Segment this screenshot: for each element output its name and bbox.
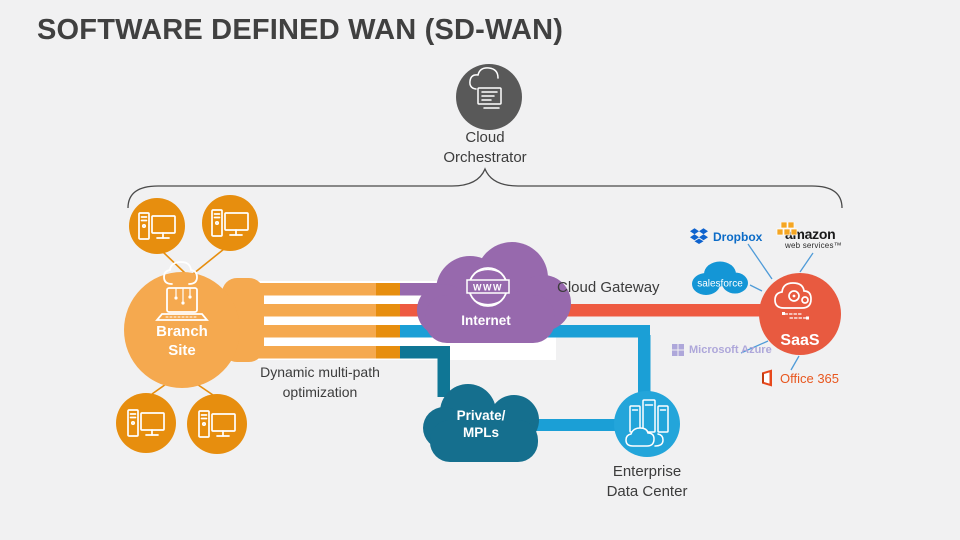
microsoft-squares-icon [672, 344, 684, 356]
mpls-dc-connector [528, 419, 620, 431]
teal-drop-connector [437, 355, 450, 397]
salesforce-cloud-icon [692, 261, 748, 295]
aws-boxes-icon [776, 222, 798, 236]
branch-site-node [124, 272, 240, 388]
cloud-orchestrator-label: Cloud Orchestrator [443, 129, 527, 167]
dropbox-icon [690, 228, 708, 244]
internet-icon-text: WWW [473, 283, 503, 293]
branch-site-icon [155, 261, 209, 321]
azure-label: Microsoft Azure [689, 344, 772, 356]
azure-logo: Microsoft Azure [672, 344, 772, 356]
saas-icon [774, 282, 812, 320]
internet-label: Internet [461, 313, 511, 328]
internet-icon [466, 267, 510, 307]
office365-logo: Office 365 [759, 369, 839, 387]
blue-drop-connector [638, 335, 651, 397]
cloud-orchestrator-icon [469, 67, 502, 109]
office-icon [762, 369, 772, 387]
enterprise-dc-node [614, 391, 680, 457]
office365-label: Office 365 [780, 370, 840, 386]
saas-label: SaaS [780, 332, 820, 349]
salesforce-label: salesforce [697, 279, 743, 290]
enterprise-dc-label: Enterprise Data Center [606, 463, 688, 501]
branch-workstations [116, 195, 258, 454]
dropbox-label: Dropbox [713, 229, 763, 244]
dropbox-logo: Dropbox [690, 228, 762, 245]
branch-site-label: Branch Site [156, 323, 208, 359]
saas-logo-connectors [740, 243, 814, 371]
aws-logo: amazon web services™ [776, 222, 842, 250]
aws-sublabel: web services™ [785, 241, 842, 250]
cloud-gateway-label: Cloud Gateway [557, 279, 660, 296]
page-title: SOFTWARE DEFINED WAN (SD-WAN) [37, 14, 564, 46]
multipath-label: Dynamic multi-path optimization [260, 364, 380, 401]
cloud-orchestrator-node [456, 64, 522, 130]
private-mpls-cloud [423, 384, 539, 462]
brace [127, 167, 843, 209]
private-mpls-label: Private/ MPLs [456, 408, 506, 440]
enterprise-dc-icon [625, 399, 669, 447]
salesforce-logo: salesforce [690, 260, 750, 298]
aws-label: amazon [785, 226, 836, 242]
